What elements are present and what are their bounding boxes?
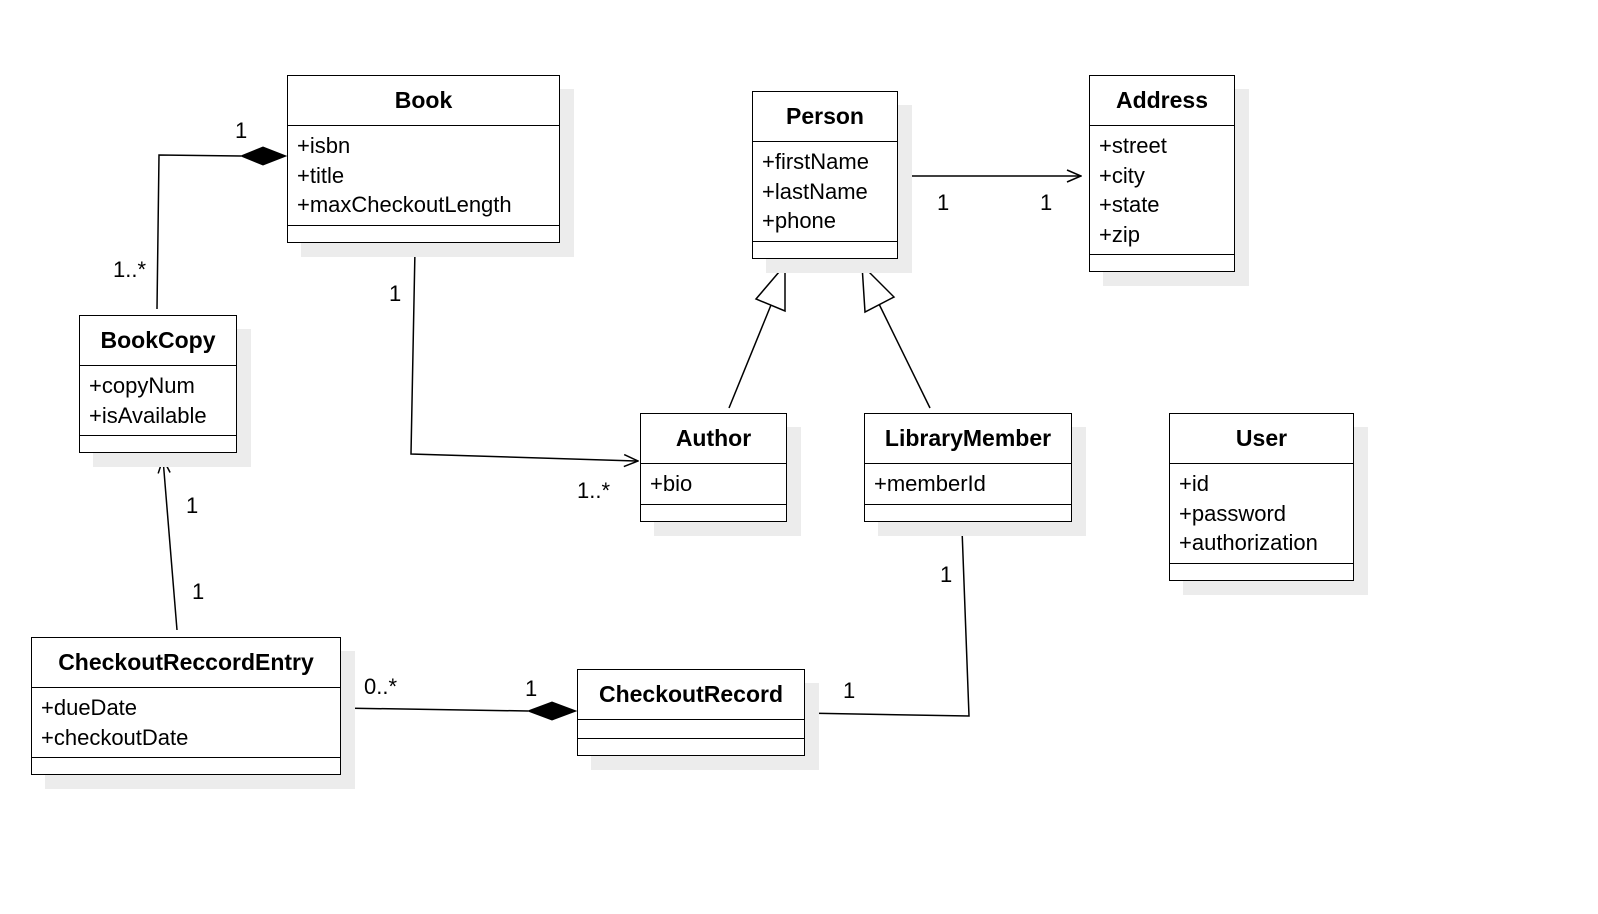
attribute: +password bbox=[1179, 500, 1287, 526]
class-checkoutrecordentry[interactable]: CheckoutReccordEntry +dueDate +checkoutD… bbox=[31, 637, 341, 775]
attribute: +maxCheckoutLength bbox=[297, 192, 512, 217]
multiplicity-label: 1 bbox=[235, 118, 248, 143]
generalization-member-person bbox=[878, 303, 931, 409]
class-name: BookCopy bbox=[80, 316, 236, 366]
attribute: +street bbox=[1099, 133, 1167, 158]
multiplicity-label: 1..* bbox=[113, 257, 147, 282]
attribute: +city bbox=[1099, 162, 1145, 188]
method-list bbox=[32, 758, 340, 774]
attribute-list: +id +password +authorization bbox=[1170, 464, 1353, 564]
class-book[interactable]: Book +isbn +title +maxCheckoutLength bbox=[287, 75, 560, 243]
class-bookcopy[interactable]: BookCopy +copyNum +isAvailable bbox=[79, 315, 237, 453]
attribute: +phone bbox=[762, 208, 837, 233]
association-entry-bookcopy bbox=[163, 459, 178, 631]
multiplicity-label: 1..* bbox=[577, 478, 611, 503]
multiplicity-label: 1 bbox=[940, 562, 953, 587]
attribute: +bio bbox=[650, 471, 693, 496]
class-name: Address bbox=[1090, 76, 1234, 126]
class-librarymember[interactable]: LibraryMember +memberId bbox=[864, 413, 1072, 522]
class-name: LibraryMember bbox=[865, 414, 1071, 464]
class-person[interactable]: Person +firstName +lastName +phone bbox=[752, 91, 898, 259]
attribute-list: +dueDate +checkoutDate bbox=[32, 688, 340, 758]
attribute-list: +bio bbox=[641, 464, 786, 505]
attribute: +firstName bbox=[762, 149, 869, 174]
attribute: +id bbox=[1179, 471, 1209, 496]
method-list bbox=[641, 505, 786, 521]
class-address[interactable]: Address +street +city +state +zip bbox=[1089, 75, 1235, 272]
multiplicity-label: 1 bbox=[186, 493, 199, 518]
class-name: Person bbox=[753, 92, 897, 142]
association-book-author bbox=[410, 248, 638, 461]
attribute-list bbox=[578, 720, 804, 739]
class-name: Book bbox=[288, 76, 559, 126]
composition-diamond-record bbox=[526, 701, 578, 721]
method-list bbox=[865, 505, 1071, 521]
class-name: CheckoutRecord bbox=[578, 670, 804, 720]
class-checkoutrecord[interactable]: CheckoutRecord bbox=[577, 669, 805, 756]
multiplicity-label: 1 bbox=[1040, 190, 1053, 215]
association-member-record bbox=[800, 528, 970, 717]
attribute: +lastName bbox=[762, 178, 868, 204]
attribute: +memberId bbox=[874, 471, 986, 496]
multiplicity-label: 1 bbox=[389, 281, 402, 306]
class-name: CheckoutReccordEntry bbox=[32, 638, 340, 688]
method-list bbox=[578, 739, 804, 755]
attribute-list: +isbn +title +maxCheckoutLength bbox=[288, 126, 559, 226]
attribute: +checkoutDate bbox=[41, 724, 189, 750]
method-list bbox=[1170, 564, 1353, 580]
multiplicity-label: 1 bbox=[843, 678, 856, 703]
method-list bbox=[753, 242, 897, 258]
attribute: +copyNum bbox=[89, 373, 195, 398]
attribute: +zip bbox=[1099, 221, 1140, 247]
attribute-list: +street +city +state +zip bbox=[1090, 126, 1234, 255]
attribute-list: +firstName +lastName +phone bbox=[753, 142, 897, 242]
multiplicity-label: 1 bbox=[525, 676, 538, 701]
attribute: +dueDate bbox=[41, 695, 138, 720]
class-author[interactable]: Author +bio bbox=[640, 413, 787, 522]
attribute: +title bbox=[297, 162, 345, 188]
attribute: +isbn bbox=[297, 133, 351, 158]
method-list bbox=[288, 226, 559, 242]
method-list bbox=[1090, 255, 1234, 271]
generalization-triangle-member bbox=[861, 263, 896, 314]
generalization-author-person bbox=[728, 304, 772, 409]
class-user[interactable]: User +id +password +authorization bbox=[1169, 413, 1354, 581]
attribute-list: +memberId bbox=[865, 464, 1071, 505]
multiplicity-label: 0..* bbox=[364, 674, 398, 699]
multiplicity-label: 1 bbox=[192, 579, 205, 604]
generalization-triangle-author bbox=[754, 262, 786, 313]
attribute: +state bbox=[1099, 192, 1160, 217]
class-name: User bbox=[1170, 414, 1353, 464]
composition-diamond-book bbox=[239, 146, 288, 166]
method-list bbox=[80, 436, 236, 452]
composition-book-bookcopy bbox=[156, 154, 242, 310]
class-name: Author bbox=[641, 414, 786, 464]
attribute-list: +copyNum +isAvailable bbox=[80, 366, 236, 436]
multiplicity-label: 1 bbox=[937, 190, 950, 215]
composition-entry-record bbox=[337, 707, 529, 712]
attribute: +authorization bbox=[1179, 530, 1318, 555]
attribute: +isAvailable bbox=[89, 402, 207, 428]
